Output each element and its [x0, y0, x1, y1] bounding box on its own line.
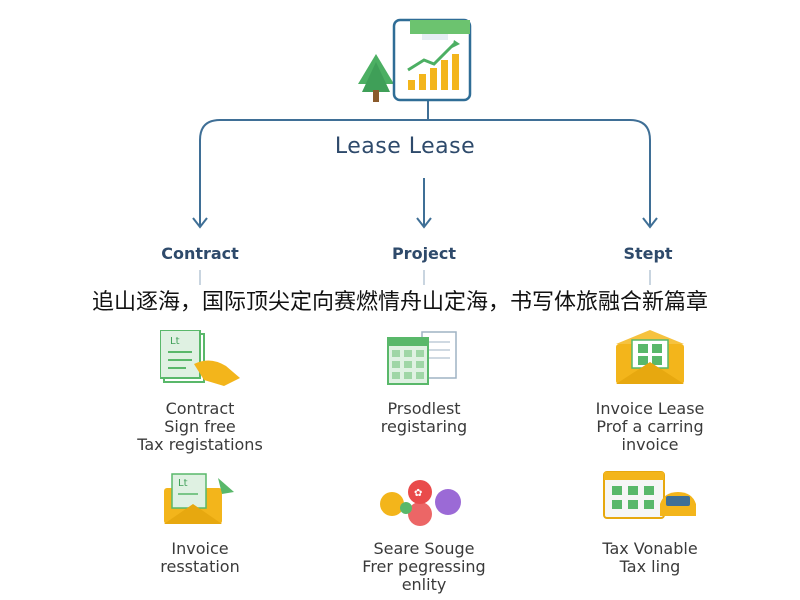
- branch-label-contract: Contract: [161, 244, 239, 263]
- spreadsheet-document-icon: [387, 331, 457, 385]
- card-invoice-lease-caption: Invoice Lease Prof a carring invoice: [540, 400, 760, 454]
- caption-line: resstation: [160, 557, 240, 576]
- svg-text:Lt: Lt: [178, 478, 188, 489]
- colorful-circles-icon: ✿: [380, 480, 461, 526]
- card-project-caption: Prsodlest registaring: [314, 400, 534, 436]
- chart-document-tree-icon: [358, 18, 472, 102]
- caption-line: enlity: [401, 575, 447, 594]
- caption-line: registaring: [380, 417, 468, 436]
- card-invoice-caption: Invoice resstation: [90, 540, 310, 576]
- svg-text:Lt: Lt: [170, 336, 180, 347]
- svg-text:✿: ✿: [414, 488, 422, 499]
- caption-line: Tax ling: [619, 557, 681, 576]
- card-tax-vonable-caption: Tax Vonable Tax ling: [540, 540, 760, 576]
- caption-line: Seare Souge: [373, 539, 475, 558]
- card-contract-caption: Contract Sign free Tax registations: [90, 400, 310, 454]
- caption-line: Prof a carring: [596, 417, 704, 436]
- caption-line: Tax registations: [137, 435, 263, 454]
- overlay-banner-text: 追山逐海，国际顶尖定向赛燃情舟山定海，书写体旅融合新篇章: [91, 290, 708, 315]
- caption-line: Sign free: [164, 417, 236, 436]
- caption-line: invoice: [621, 435, 679, 454]
- caption-line: Frer pegressing: [362, 557, 486, 576]
- diagram-title: Lease Lease: [334, 134, 476, 159]
- branch-label-stept: Stept: [623, 244, 673, 263]
- calendar-car-icon: [603, 471, 696, 519]
- caption-line: Contract: [165, 399, 235, 418]
- branch-label-project: Project: [391, 244, 457, 263]
- contract-document-hand-icon: Lt: [160, 330, 240, 386]
- invoice-envelope-icon: [616, 330, 684, 384]
- caption-line: Prsodlest: [387, 399, 461, 418]
- invoice-folder-icon: Lt: [164, 473, 234, 524]
- card-seare-souge-caption: Seare Souge Frer pegressing enlity: [314, 540, 534, 594]
- caption-line: Invoice: [171, 539, 229, 558]
- caption-line: Invoice Lease: [595, 399, 705, 418]
- caption-line: Tax Vonable: [602, 539, 698, 558]
